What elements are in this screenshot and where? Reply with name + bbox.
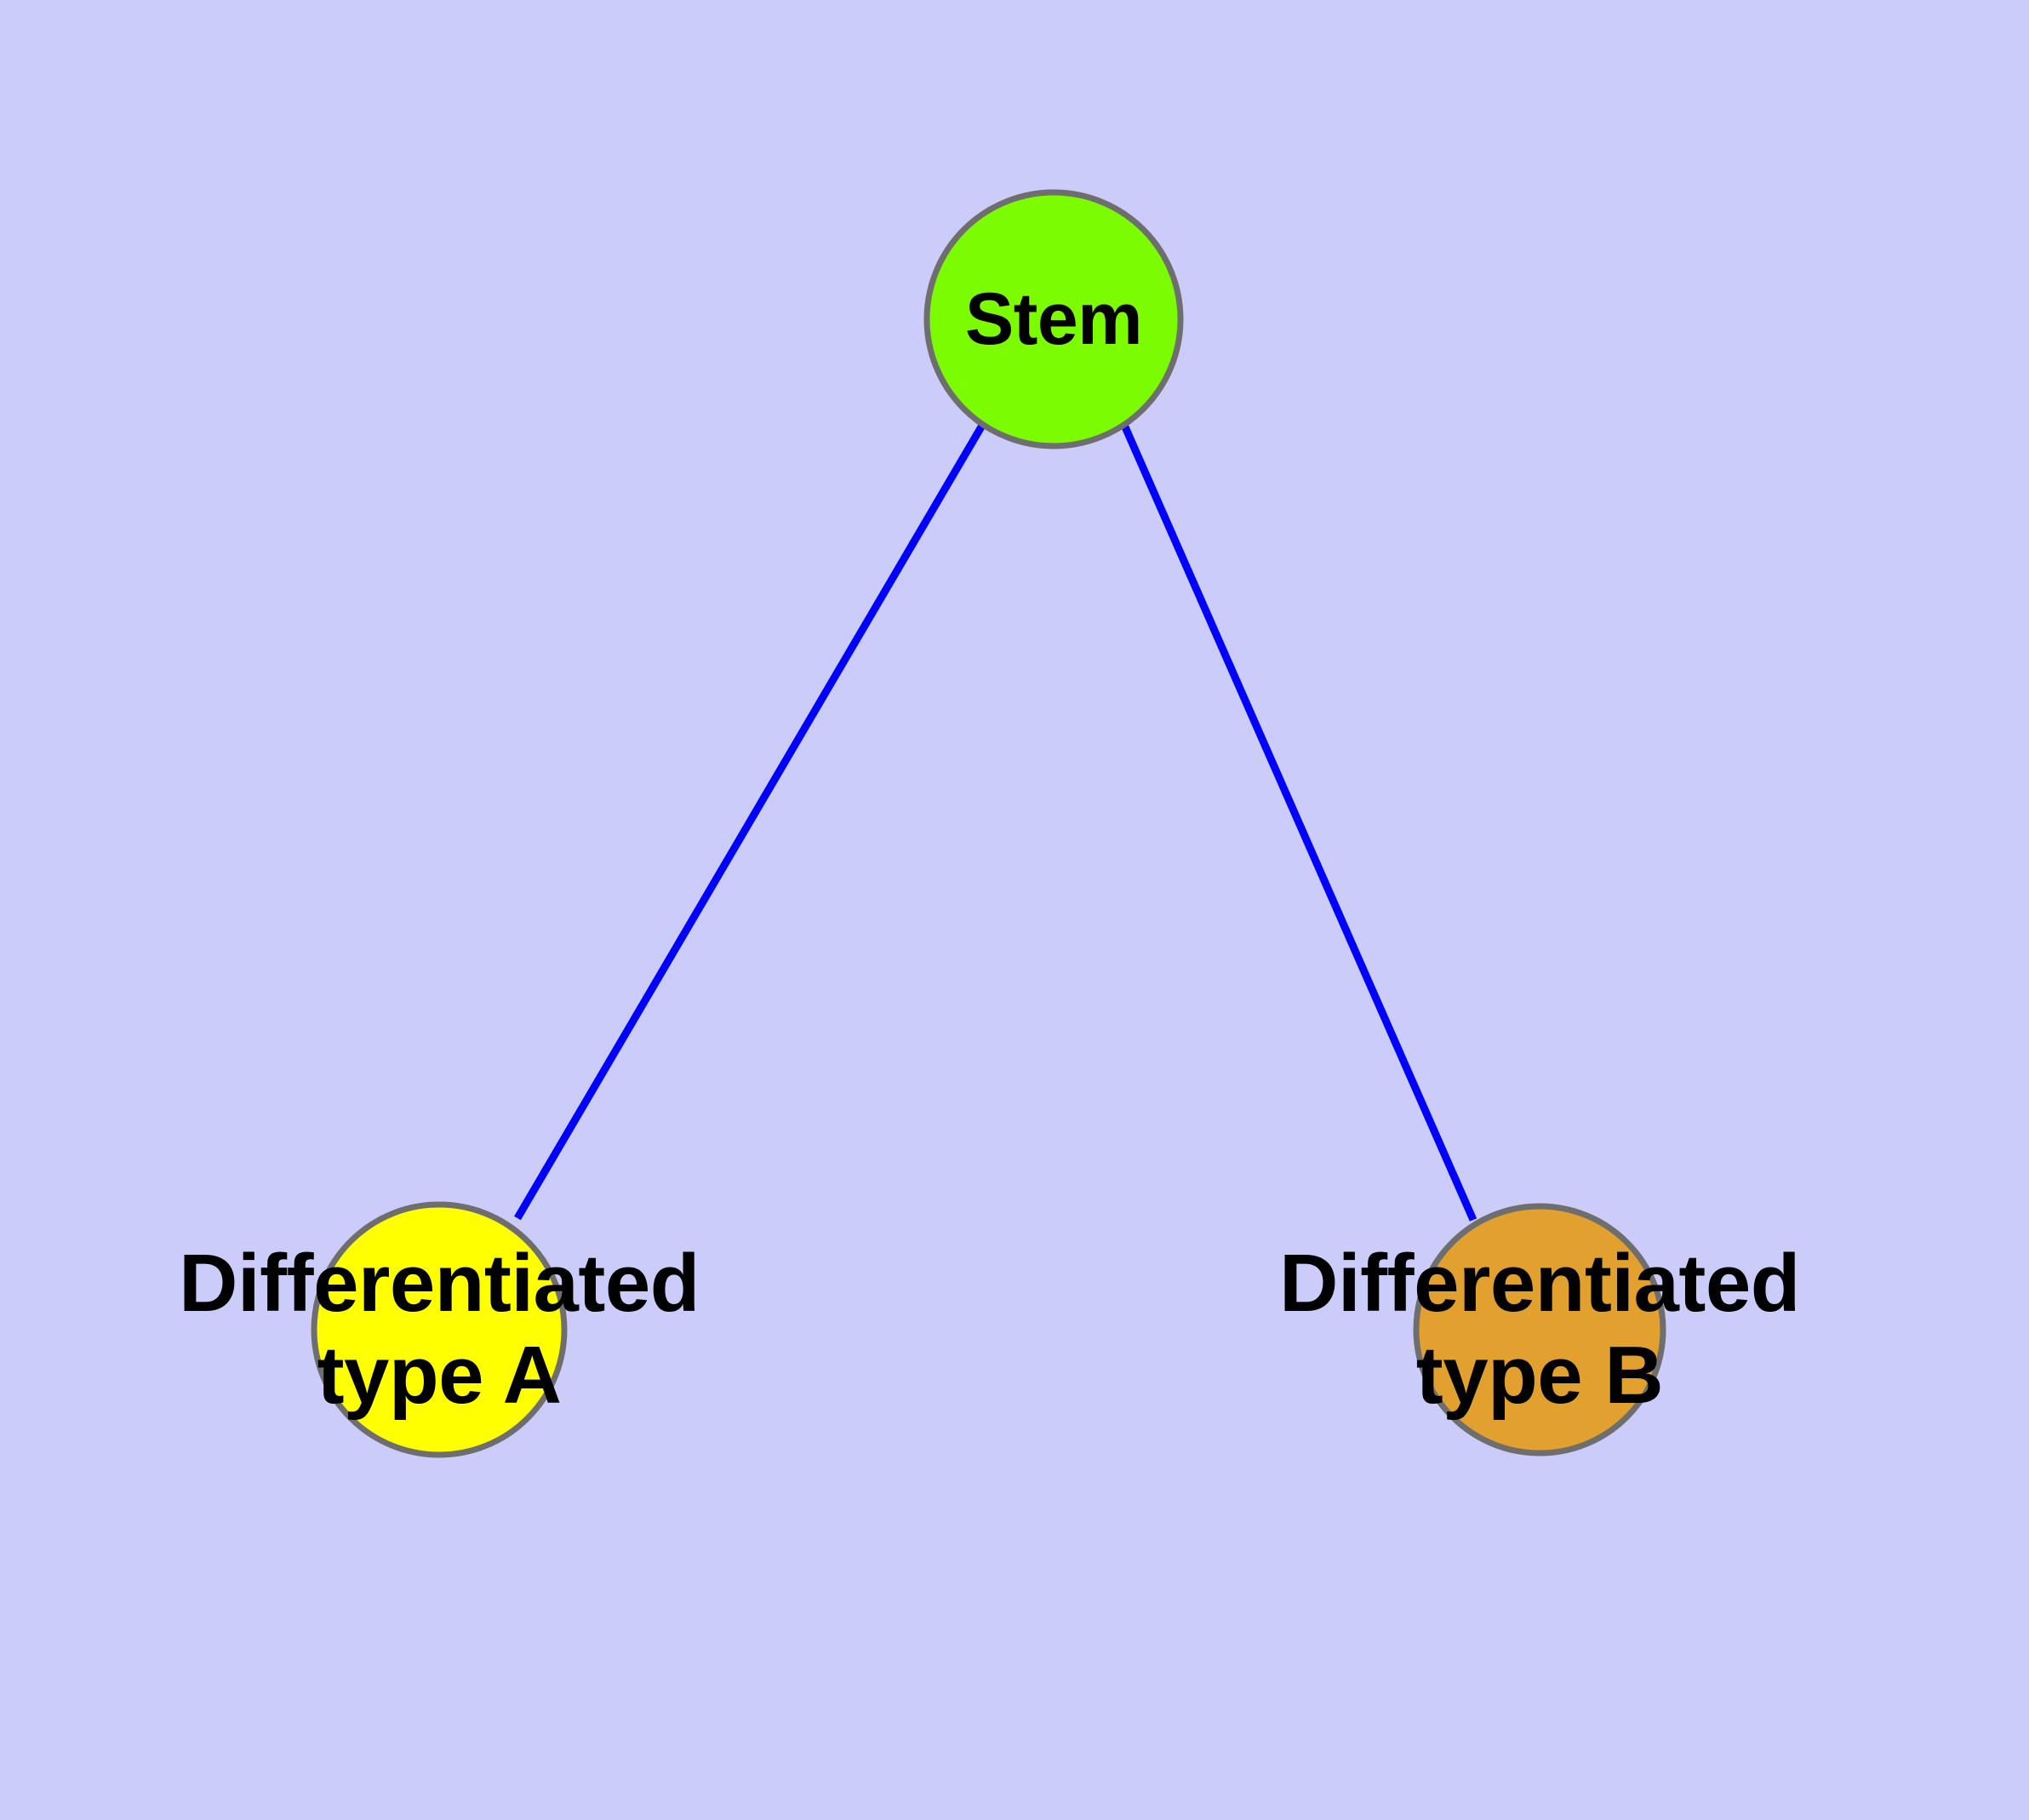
node-stem[interactable] <box>923 189 1184 449</box>
edge-stem-to-diff-b[interactable] <box>1119 421 1477 1222</box>
edges-layer <box>514 421 1477 1222</box>
node-differentiated-type-b[interactable] <box>1413 1203 1666 1457</box>
node-differentiated-type-a[interactable] <box>311 1201 568 1458</box>
edge-stem-to-diff-a[interactable] <box>514 421 986 1221</box>
nodes-layer <box>311 189 1666 1458</box>
